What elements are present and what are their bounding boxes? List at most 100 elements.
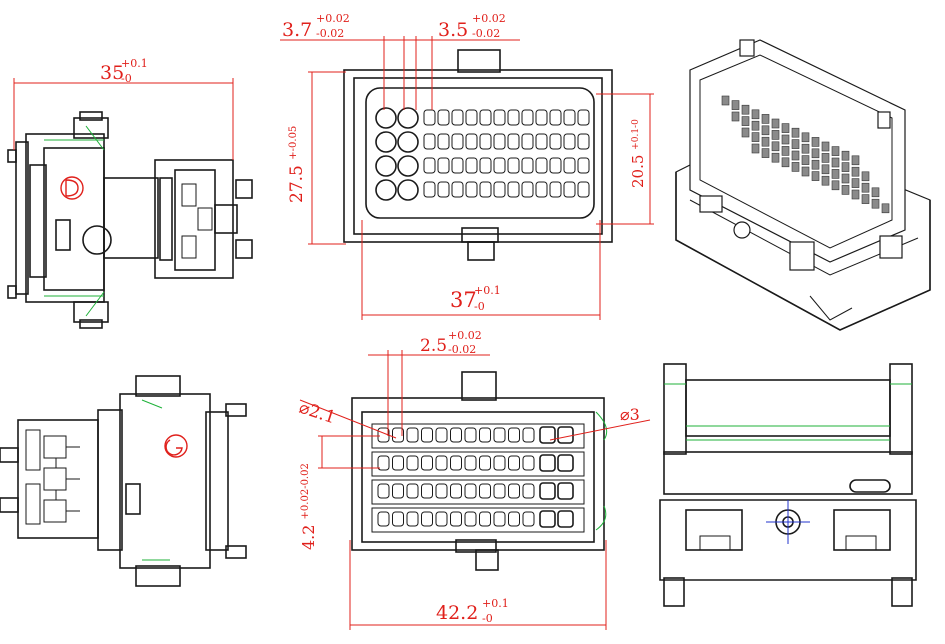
front-small-contact	[563, 181, 576, 198]
iso-contact	[831, 169, 840, 179]
front-small-contact	[465, 133, 478, 150]
iso-contact	[831, 157, 840, 168]
dim-front-width: 37 +0.1 -0	[361, 220, 601, 320]
dim-35-base: 35	[100, 62, 124, 84]
front-large-hole	[397, 155, 419, 177]
iso-contact	[781, 157, 790, 168]
front-small-contact	[549, 133, 562, 150]
rear-small-contact	[508, 455, 520, 471]
front-small-contact	[577, 109, 590, 126]
side-view-top: 35 +0.1 -0	[7, 57, 253, 329]
iso-contact	[871, 187, 880, 198]
rear-row-frame	[371, 451, 585, 477]
dim-35-upper: +0.1	[121, 57, 148, 70]
rear-small-contact	[479, 483, 491, 499]
rear-small-contact	[450, 427, 462, 443]
front-small-contact	[493, 133, 506, 150]
iso-contact	[721, 95, 730, 106]
rear-small-contact	[406, 483, 419, 499]
front-small-contact	[507, 181, 520, 198]
front-small-contact	[465, 181, 478, 198]
dim-2-5-lower: -0.02	[448, 343, 476, 356]
front-small-contact	[423, 133, 436, 150]
rear-small-contact	[392, 483, 404, 499]
iso-contact	[881, 203, 890, 214]
front-small-contact	[549, 157, 562, 174]
rear-large-contact	[539, 426, 556, 444]
rear-contact-grid	[371, 423, 585, 533]
iso-contact	[861, 182, 870, 193]
front-small-contact	[451, 181, 464, 198]
iso-contact	[751, 120, 760, 131]
iso-contact	[801, 143, 810, 154]
front-small-contact	[451, 157, 464, 174]
rear-large-contact	[539, 510, 556, 528]
dim-dia-3: ⌀3	[620, 405, 640, 424]
iso-contact	[791, 150, 800, 161]
iso-contact	[841, 150, 850, 161]
end-view	[659, 363, 917, 607]
rear-small-contact	[392, 455, 404, 471]
rear-small-contact	[377, 511, 390, 527]
dim-27-5: 27.5 +-0.05	[287, 126, 307, 203]
front-large-hole	[375, 107, 397, 129]
front-small-contact	[507, 133, 520, 150]
rear-small-contact	[464, 483, 477, 499]
front-small-contact	[577, 157, 590, 174]
front-small-contact	[563, 133, 576, 150]
front-large-hole	[397, 179, 419, 201]
rear-small-contact	[450, 483, 462, 499]
front-small-contact	[437, 109, 450, 126]
front-small-contact	[479, 157, 492, 174]
rear-large-contact	[557, 482, 574, 500]
front-small-contact	[507, 157, 520, 174]
front-small-contact	[577, 133, 590, 150]
iso-contact	[821, 164, 830, 175]
front-large-hole	[375, 131, 397, 153]
front-small-contact	[423, 157, 436, 174]
iso-contact	[781, 123, 790, 133]
iso-contact	[771, 152, 780, 163]
iso-contact	[771, 130, 780, 140]
front-large-hole	[397, 131, 419, 153]
rear-small-contact	[464, 511, 477, 527]
dim-rear-hole-small: ⌀2.1	[296, 398, 397, 439]
iso-contact	[801, 132, 810, 143]
rear-small-contact	[464, 427, 477, 443]
front-small-contact	[493, 109, 506, 126]
dim-3-5-base: 3.5	[438, 19, 468, 41]
rear-large-contact	[557, 454, 574, 472]
rear-small-contact	[421, 483, 433, 499]
front-small-contact	[521, 181, 534, 198]
dim-rear-pitch: 2.5 +0.02 -0.02	[368, 329, 490, 436]
rear-small-contact	[522, 455, 535, 471]
iso-contact	[751, 109, 760, 120]
front-small-contact	[423, 109, 436, 126]
front-small-contact	[507, 109, 520, 126]
front-small-contact	[493, 181, 506, 198]
iso-contact	[811, 137, 820, 147]
iso-contact	[741, 127, 750, 138]
rear-small-contact	[421, 427, 433, 443]
iso-contact	[801, 155, 810, 165]
front-small-contact	[437, 133, 450, 150]
iso-contact	[771, 141, 780, 152]
rear-large-contact	[539, 454, 556, 472]
rear-small-contact	[435, 483, 448, 499]
rear-small-contact	[479, 455, 491, 471]
rear-small-contact	[522, 511, 535, 527]
rear-small-contact	[421, 455, 433, 471]
iso-contact	[821, 175, 830, 186]
front-small-contact	[563, 109, 576, 126]
front-small-contact	[437, 181, 450, 198]
rear-small-contact	[421, 511, 433, 527]
rear-small-contact	[493, 455, 506, 471]
dim-dia-2-1: ⌀2.1	[296, 398, 338, 429]
iso-contact	[781, 134, 790, 145]
iso-contact	[751, 143, 760, 154]
front-small-contact	[535, 157, 548, 174]
rear-small-contact	[377, 483, 390, 499]
front-small-contact	[465, 157, 478, 174]
rear-small-contact	[508, 483, 520, 499]
rear-small-contact	[406, 511, 419, 527]
